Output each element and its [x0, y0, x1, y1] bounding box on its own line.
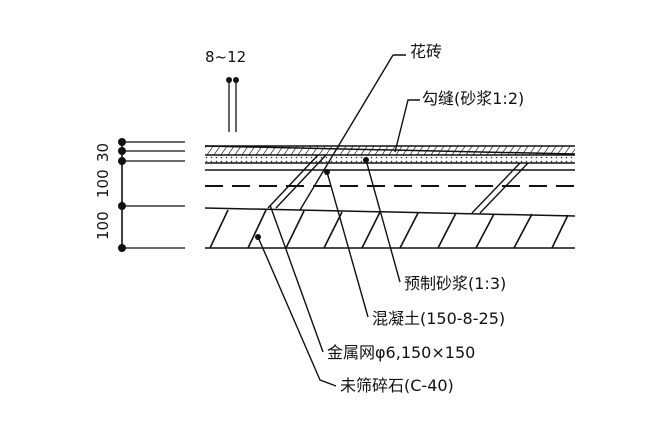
leader-gravel: [257, 236, 337, 387]
leader-joint: [394, 99, 420, 153]
leader-concrete: [326, 171, 369, 318]
dim-100-upper: 100: [94, 169, 112, 198]
label-concrete: 混凝土(150-8-25): [372, 309, 505, 328]
label-gravel: 未筛碎石(C-40): [340, 376, 454, 395]
dim-30: 30: [94, 143, 112, 162]
leader-mesh: [269, 204, 324, 353]
leader-mortar: [365, 159, 401, 283]
joint-gap-dimension: [226, 77, 239, 132]
mortar-layer: [205, 156, 575, 164]
joint-gap-label: 8~12: [205, 48, 246, 66]
dim-100-lower: 100: [94, 211, 112, 240]
section-break-lines: [267, 154, 529, 214]
label-mesh: 金属网φ6,150×150: [327, 343, 475, 362]
gravel-layer: [204, 207, 576, 249]
dimension-column: [118, 138, 185, 252]
label-tile: 花砖: [410, 42, 442, 61]
tile-layer: [204, 145, 576, 156]
leader-lines: [257, 54, 420, 387]
label-joint: 勾缝(砂浆1:2): [422, 89, 524, 108]
leader-tile: [299, 54, 406, 211]
label-mortar: 预制砂浆(1:3): [404, 274, 506, 293]
